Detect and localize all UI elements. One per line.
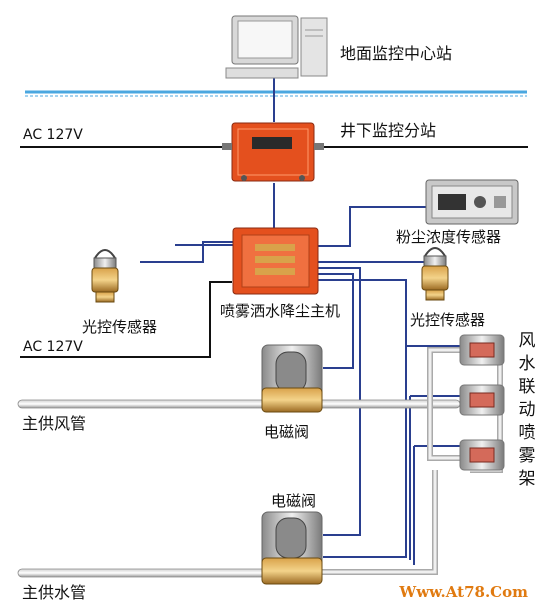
spray-unit-2 [459,384,505,416]
spray-unit-1 [459,334,505,366]
spray-host-box [232,227,319,295]
signal-lines [140,78,460,565]
light-sensor-left-label: 光控传感器 [82,318,158,336]
power-lines [20,146,528,358]
ac-voltage-bottom: AC 127V [23,339,83,355]
spray-rack-char: 联 [518,377,536,397]
dust-sensor-label: 粉尘浓度传感器 [396,228,502,246]
monitor-center-label: 地面监控中心站 [340,44,453,63]
ac-voltage-top: AC 127V [23,127,83,143]
air-pipe [17,399,461,409]
spray-host-label: 喷雾洒水降尘主机 [220,302,341,320]
spray-rack-char: 风 [518,331,536,351]
spray-rack-label: 风 水 联 动 喷 雾 架 [517,330,537,491]
spray-rack-char: 水 [518,354,536,374]
substation-box [222,122,324,182]
air-pipe-label: 主供风管 [22,414,87,433]
dust-sensor-device [425,179,519,225]
spray-unit-3 [459,439,505,471]
spray-rack-char: 动 [518,400,536,420]
spray-rack-char: 架 [518,469,536,489]
substation-label: 井下监控分站 [340,121,437,140]
light-sensor-left-device [91,249,119,303]
solenoid-valve-lower [261,511,323,585]
valve-upper-label: 电磁阀 [264,423,310,441]
watermark: Www.At78.Com [399,583,528,601]
light-sensor-right-label: 光控传感器 [410,311,486,329]
water-pipe [17,470,438,578]
ground-surface-line [25,90,527,97]
computer-icon [225,15,328,79]
spray-rack-char: 雾 [518,446,536,466]
light-sensor-right-device [421,247,449,301]
solenoid-valve-upper [261,344,323,413]
spray-rack-char: 喷 [518,423,536,443]
valve-lower-label: 电磁阀 [271,492,317,510]
water-pipe-label: 主供水管 [22,583,87,602]
